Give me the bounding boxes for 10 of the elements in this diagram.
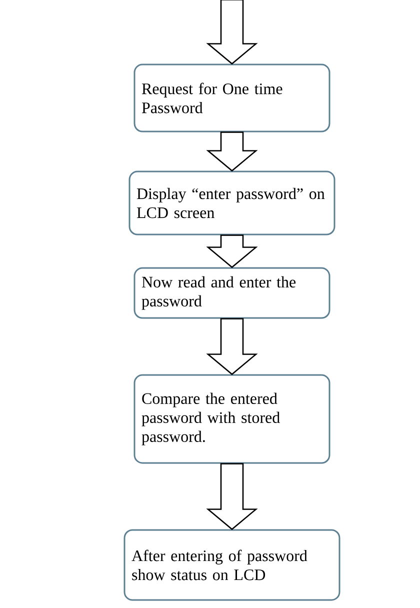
block-arrow <box>206 132 258 172</box>
process-box: After entering of password show status on LCD <box>124 529 340 601</box>
block-arrow <box>206 463 258 530</box>
process-box: Now read and enter the password <box>134 267 330 319</box>
block-arrow <box>206 0 258 65</box>
process-box: Request for One time Password <box>134 64 330 132</box>
block-arrow <box>206 318 258 376</box>
block-arrow <box>206 234 258 268</box>
process-box: Display “enter password” on LCD screen <box>128 170 336 236</box>
process-box: Compare the entered password with stored password. <box>134 374 330 464</box>
